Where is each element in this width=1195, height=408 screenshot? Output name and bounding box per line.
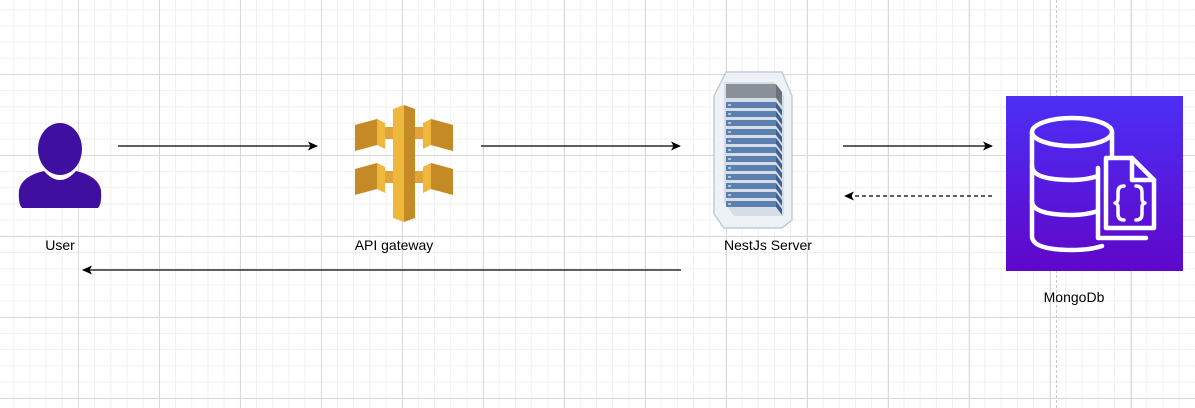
- nestjs-server-node[interactable]: [712, 70, 794, 230]
- user-label: User: [45, 237, 75, 253]
- api-gateway-label: API gateway: [354, 237, 434, 253]
- nestjs-server-label: NestJs Server: [724, 237, 812, 253]
- mongodb-label: MongoDb: [1043, 289, 1105, 305]
- user-node[interactable]: [18, 120, 102, 210]
- mongodb-node[interactable]: [1006, 96, 1183, 271]
- user-person-icon: [18, 123, 102, 208]
- document-database-icon: [1006, 96, 1183, 271]
- api-gateway-node[interactable]: [355, 105, 453, 222]
- server-rack-icon: [713, 71, 793, 229]
- aws-api-gateway-icon: [355, 105, 453, 222]
